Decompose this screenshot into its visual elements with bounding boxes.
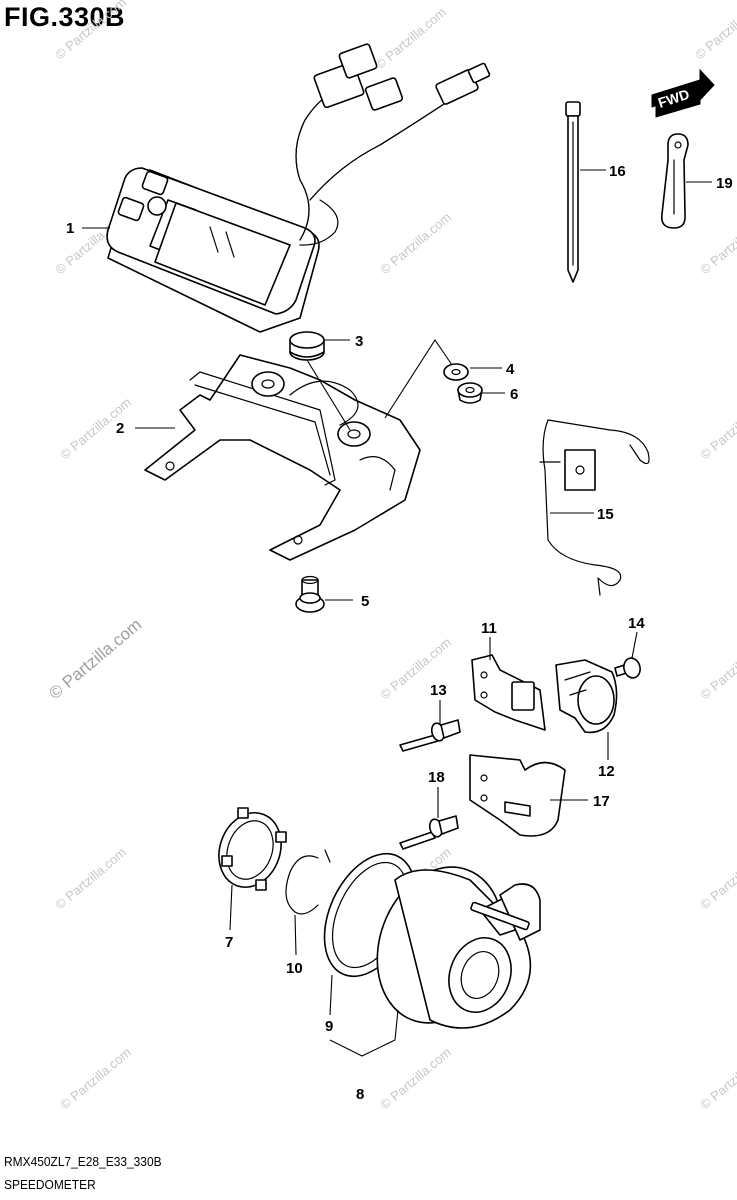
figure-code: RMX450ZL7_E28_E33_330B — [4, 1154, 162, 1169]
callout-12: 12 — [598, 763, 615, 780]
part-13-rivet — [399, 719, 461, 752]
leader-lines — [82, 169, 712, 1057]
callout-15: 15 — [597, 506, 614, 523]
callout-11: 11 — [481, 620, 497, 637]
part-14-screw — [614, 657, 641, 679]
part-3-grommet — [289, 331, 325, 361]
guide-line — [306, 359, 351, 431]
part-18-rivet — [399, 815, 459, 850]
part-8-sensor-assembly — [376, 866, 541, 1029]
watermark: © Partzilla.com — [377, 209, 454, 277]
part-10-snap-ring — [285, 849, 331, 915]
fwd-arrow-icon: FWD — [651, 68, 715, 118]
callout-5: 5 — [361, 593, 369, 610]
part-19-clamp — [660, 133, 689, 229]
part-11-holder — [471, 654, 546, 731]
watermark: © Partzilla.com — [52, 844, 129, 912]
figure-title: FIG.330B — [4, 2, 126, 32]
watermark: © Partzilla.com — [697, 634, 737, 702]
callout-8: 8 — [356, 1086, 364, 1103]
watermark: © Partzilla.com — [697, 394, 737, 462]
part-17-holder-plate — [469, 754, 566, 837]
watermark: © Partzilla.com — [697, 1044, 737, 1112]
callout-13: 13 — [430, 682, 447, 699]
watermark: © Partzilla.com — [697, 209, 737, 277]
figure-name: SPEEDOMETER — [4, 1177, 96, 1192]
callout-1: 1 — [66, 220, 74, 237]
callout-16: 16 — [609, 163, 626, 180]
guide-line — [384, 339, 453, 419]
callout-labels: 1 2 3 4 5 6 7 8 9 10 11 12 13 14 15 16 1… — [66, 163, 733, 1103]
callout-6: 6 — [510, 386, 518, 403]
callout-7: 7 — [225, 934, 233, 951]
callout-14: 14 — [628, 615, 645, 632]
watermark: © Partzilla.com — [57, 1044, 134, 1112]
part-1-meter-unit — [106, 43, 491, 333]
callout-3: 3 — [355, 333, 363, 350]
watermark: © Partzilla.com — [692, 0, 737, 62]
part-12-clamp — [555, 659, 618, 734]
callout-4: 4 — [506, 361, 515, 378]
part-15-wire-stay — [539, 419, 650, 596]
callout-17: 17 — [593, 793, 610, 810]
part-2-bracket — [144, 354, 421, 561]
callout-19: 19 — [716, 175, 733, 192]
part-6-nut — [457, 382, 483, 404]
callout-9: 9 — [325, 1018, 333, 1035]
part-7-retainer — [218, 807, 287, 891]
watermark: © Partzilla.com — [697, 844, 737, 912]
callout-10: 10 — [286, 960, 303, 977]
watermark: © Partzilla.com — [52, 0, 129, 62]
callout-18: 18 — [428, 769, 445, 786]
watermark: © Partzilla.com — [377, 1044, 454, 1112]
callout-2: 2 — [116, 420, 124, 437]
part-4-washer — [443, 363, 469, 381]
watermark: © Partzilla.com — [372, 4, 449, 72]
watermark: © Partzilla.com — [45, 615, 145, 703]
part-16-cable-tie — [565, 101, 581, 283]
part-5-bolt — [295, 575, 325, 613]
